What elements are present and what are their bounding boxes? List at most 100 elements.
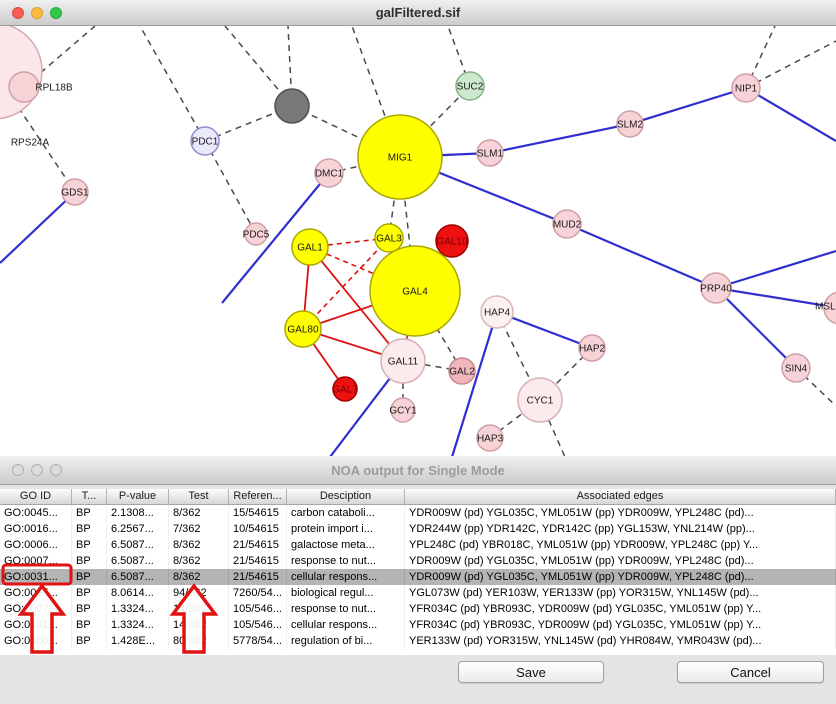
network-edge[interactable] <box>221 172 330 304</box>
network-edge[interactable] <box>715 287 797 369</box>
table-cell: 1.3324... <box>107 601 169 617</box>
network-node-nip1[interactable] <box>731 73 761 103</box>
table-cell: 8/362 <box>169 505 229 521</box>
network-edge[interactable] <box>309 246 404 362</box>
traffic-lights <box>12 6 62 19</box>
network-edge[interactable] <box>496 310 593 350</box>
network-node-mud2[interactable] <box>552 209 582 239</box>
network-node-sin4[interactable] <box>781 353 811 383</box>
table-cell: YDR009W (pd) YGL035C, YML051W (pp) YDR00… <box>405 553 836 569</box>
network-node-gal4[interactable] <box>369 245 461 337</box>
network-edge[interactable] <box>139 26 206 142</box>
column-header-5[interactable]: Desciption <box>287 489 405 505</box>
network-node-dmc1[interactable] <box>314 158 344 188</box>
table-cell: 21/54615 <box>229 553 287 569</box>
network-node-cyc1[interactable] <box>517 377 563 423</box>
zoom-icon[interactable] <box>50 6 62 19</box>
save-button[interactable]: Save <box>458 661 604 683</box>
close-icon[interactable] <box>12 6 24 19</box>
network-node-gal1[interactable] <box>291 228 329 266</box>
column-header-6[interactable]: Associated edges <box>405 489 836 505</box>
column-header-4[interactable]: Referen... <box>229 489 287 505</box>
column-header-3[interactable]: Test <box>169 489 229 505</box>
cancel-button[interactable]: Cancel <box>677 661 824 683</box>
network-node-pdc5[interactable] <box>244 222 268 246</box>
network-node-gds1[interactable] <box>61 178 89 206</box>
network-edge[interactable] <box>745 40 836 89</box>
network-node-slm1[interactable] <box>476 139 504 167</box>
table-cell: galactose meta... <box>287 537 405 553</box>
network-node-prp40[interactable] <box>700 272 732 304</box>
table-cell: YFR034C (pd) YBR093C, YDR009W (pd) YGL03… <box>405 601 836 617</box>
table-cell: 8/362 <box>169 537 229 553</box>
network-edge[interactable] <box>745 87 836 142</box>
network-canvas[interactable]: RPS24ARPL18BGDS1PDC1DMC1MIG1SUC2SLM1SLM2… <box>0 26 836 457</box>
table-cell: BP <box>72 601 107 617</box>
table-cell: response to nut... <box>287 601 405 617</box>
table-cell: biological regul... <box>287 585 405 601</box>
noa-window-titlebar[interactable]: NOA output for Single Mode <box>0 456 836 485</box>
network-node-mig1[interactable] <box>357 114 443 200</box>
node-label: MSL5 <box>815 302 836 313</box>
node-label: PDC5 <box>243 230 270 241</box>
network-edge[interactable] <box>715 249 836 290</box>
column-header-2[interactable]: P-value <box>107 489 169 505</box>
node-label: GAL11 <box>388 357 419 368</box>
table-cell: 15/54615 <box>229 505 287 521</box>
network-node-gal3[interactable] <box>374 223 404 253</box>
node-label: GAL2 <box>449 367 475 378</box>
table-cell: 1.3324... <box>107 617 169 633</box>
network-node-unlabeled[interactable] <box>274 88 310 124</box>
node-label: HAP4 <box>484 308 511 319</box>
network-node-suc2[interactable] <box>455 71 485 101</box>
network-edge[interactable] <box>489 122 631 155</box>
network-node-hap2[interactable] <box>578 334 606 362</box>
table-cell: BP <box>72 521 107 537</box>
network-edge[interactable] <box>450 311 499 457</box>
table-cell: BP <box>72 569 107 585</box>
table-cell: GO:0050... <box>0 633 72 649</box>
network-node-gal80[interactable] <box>284 310 322 348</box>
close-icon[interactable] <box>12 464 24 476</box>
network-edge[interactable] <box>795 367 836 407</box>
network-node-pdc1[interactable] <box>190 126 220 156</box>
column-header-1[interactable]: T... <box>72 489 107 505</box>
network-node-rpl18b[interactable] <box>8 71 40 103</box>
table-cell: 6.5087... <box>107 569 169 585</box>
network-node-gal10[interactable] <box>435 224 469 258</box>
table-cell: 6.2567... <box>107 521 169 537</box>
network-edge[interactable] <box>715 286 836 309</box>
minimize-icon[interactable] <box>31 6 43 19</box>
network-node-gal11[interactable] <box>380 338 426 384</box>
network-node-slm2[interactable] <box>616 110 644 138</box>
network-edge[interactable] <box>629 86 747 126</box>
network-edge[interactable] <box>566 222 717 290</box>
network-node-msl5[interactable] <box>823 291 836 325</box>
network-node-gal2[interactable] <box>448 357 476 385</box>
network-window-titlebar[interactable]: galFiltered.sif <box>0 0 836 26</box>
network-edge[interactable] <box>302 237 390 330</box>
table-cell: 7/362 <box>169 521 229 537</box>
network-node-hap3[interactable] <box>476 424 504 452</box>
network-node-gcy1[interactable] <box>390 397 416 423</box>
column-header-0[interactable]: GO ID <box>0 489 72 505</box>
network-node-gal7[interactable] <box>332 376 358 402</box>
table-cell: regulation of bi... <box>287 633 405 649</box>
network-edge[interactable] <box>204 140 257 235</box>
minimize-icon[interactable] <box>31 464 43 476</box>
table-cell: 21/54615 <box>229 537 287 553</box>
node-label: NIP1 <box>735 84 758 95</box>
network-edge[interactable] <box>0 191 76 264</box>
network-node-hap4[interactable] <box>480 295 514 329</box>
zoom-icon[interactable] <box>50 464 62 476</box>
